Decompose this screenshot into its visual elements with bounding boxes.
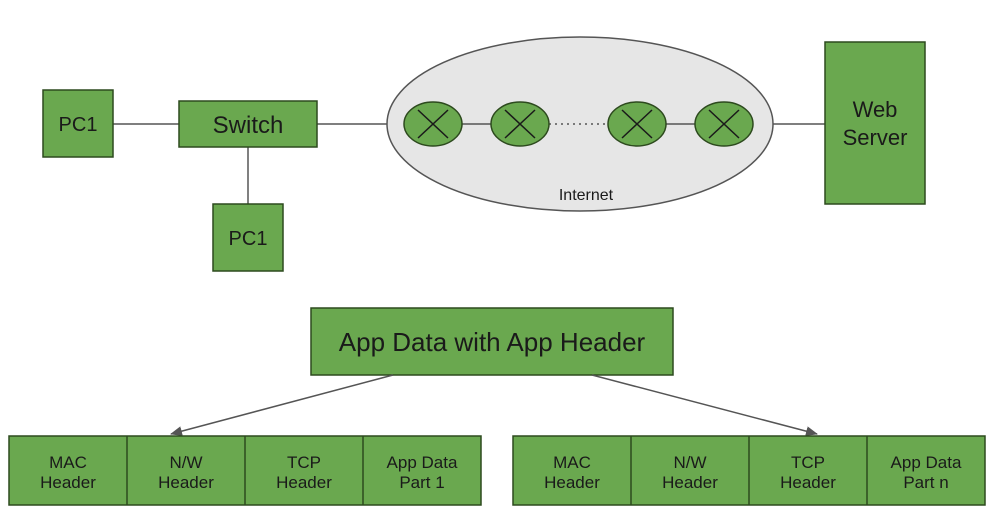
pc-top: PC1 [42,89,114,158]
packet-left-nw-line1: N/W [169,453,202,472]
arrow-to-packet-right [591,374,818,437]
app-data-label: App Data with App Header [339,327,646,357]
packet-right-mac-line2: Header [544,473,600,492]
packet-right-data-line1: App Data [891,453,962,472]
packet-left-data-line1: App Data [387,453,458,472]
app-data-box: App Data with App Header [310,307,674,376]
packet-right-nw-line1: N/W [673,453,706,472]
packet-right-tcp-line2: Header [780,473,836,492]
web-server-label-line2: Server [843,125,908,150]
packet-left-data-line2: Part 1 [399,473,444,492]
packet-right-tcp-line1: TCP [791,453,825,472]
pc-bottom: PC1 [212,203,284,272]
packet-left-tcp-line2: Header [276,473,332,492]
arrow-to-packet-left [170,374,394,437]
pc-bottom-label: PC1 [229,228,268,250]
web-server-label-line1: Web [853,97,898,122]
switch: Switch [178,100,318,148]
packet-left-tcp-line1: TCP [287,453,321,472]
router-4 [694,101,754,147]
switch-label: Switch [213,112,284,139]
pc-top-label: PC1 [59,114,98,136]
web-server: Web Server [824,41,926,205]
router-1 [403,101,463,147]
packet-left: MAC Header N/W Header TCP Header App Dat… [8,435,482,506]
packet-left-mac-line2: Header [40,473,96,492]
router-2 [490,101,550,147]
router-3 [607,101,667,147]
internet-label: Internet [559,187,614,204]
packet-right: MAC Header N/W Header TCP Header App Dat… [512,435,986,506]
packet-right-data-line2: Part n [903,473,948,492]
packet-right-mac-line1: MAC [553,453,591,472]
packet-right-nw-line2: Header [662,473,718,492]
packet-left-mac-line1: MAC [49,453,87,472]
packet-left-nw-line2: Header [158,473,214,492]
